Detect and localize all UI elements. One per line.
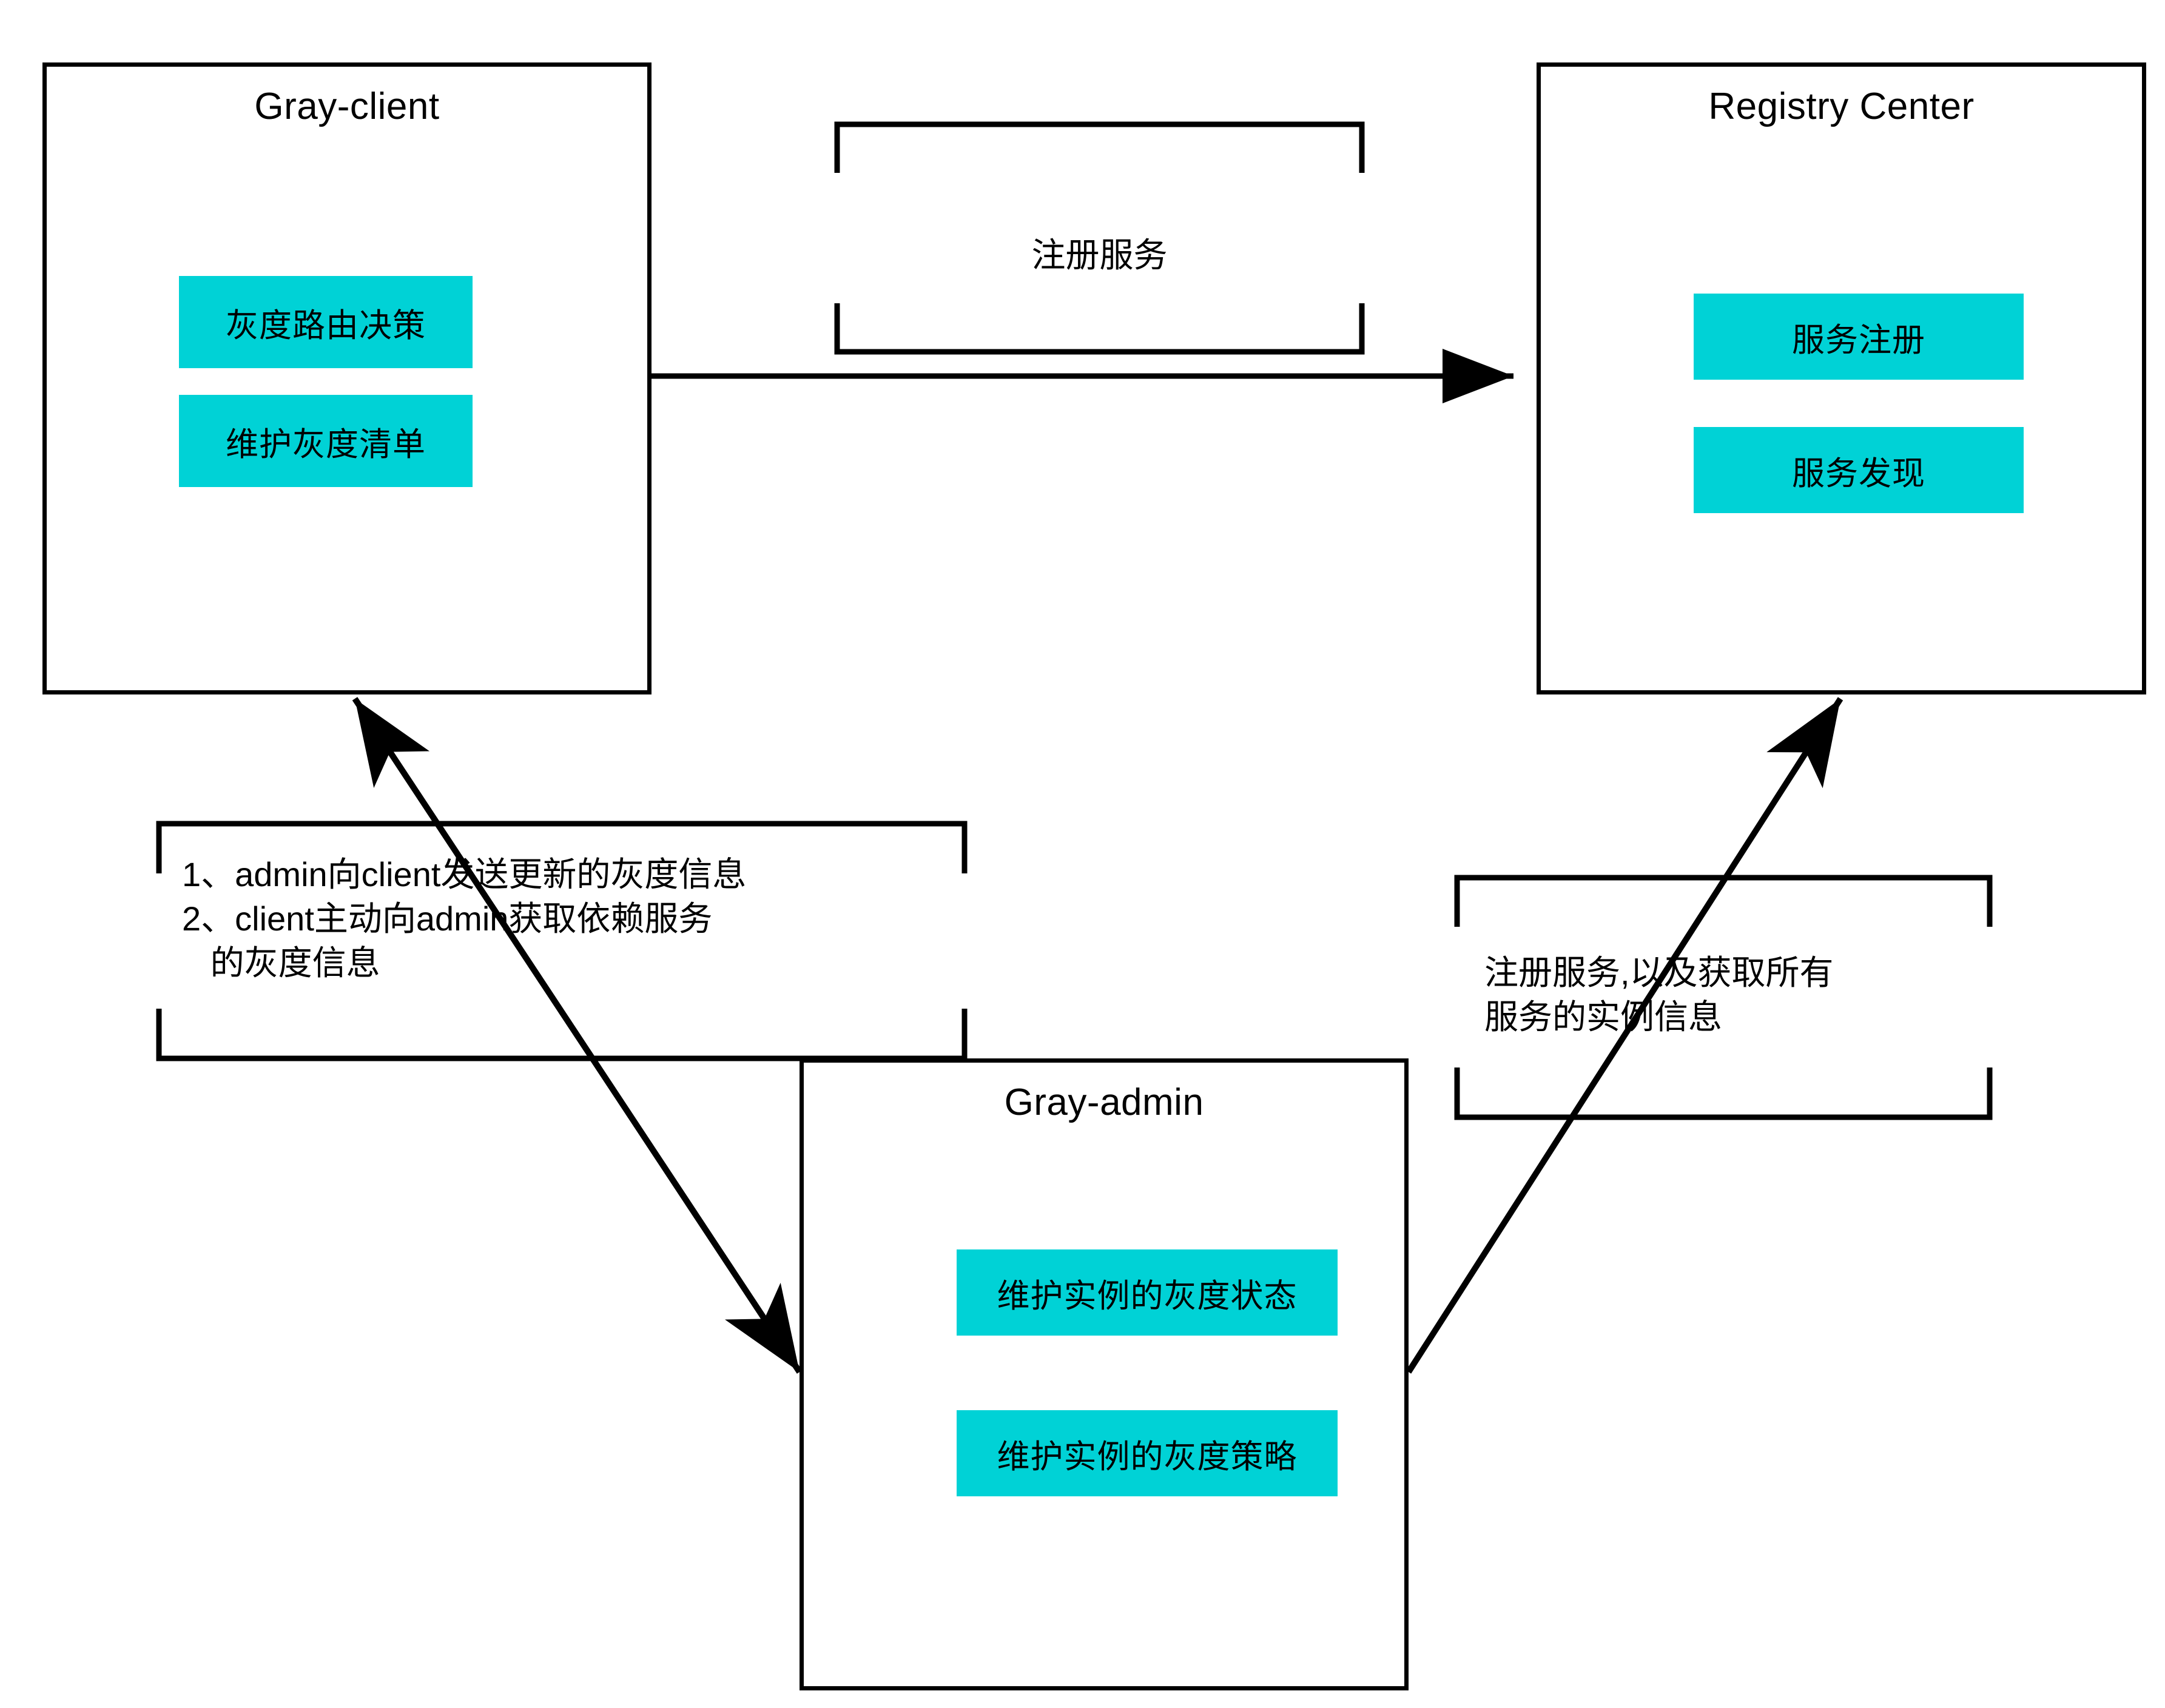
chip-gray-routing-decision[interactable]: 灰度路由决策 [179,276,473,368]
bracket-left-annotation [156,821,968,1061]
edge-admin-to-client [352,697,803,1374]
node-gray-client[interactable]: Gray-client 灰度路由决策 维护灰度清单 [42,62,652,694]
bracket-right-annotation [1454,875,1993,1120]
node-registry-center[interactable]: Registry Center 服务注册 服务发现 [1537,62,2146,694]
edge-label-register-service: 注册服务 [1031,236,1168,274]
edge-label-admin-client-line1: 1、admin向client发送更新的灰度信息 [182,855,747,893]
chip-maintain-instance-gray-state[interactable]: 维护实例的灰度状态 [957,1249,1338,1336]
node-registry-center-title: Registry Center [1708,86,1975,127]
edge-admin-to-registry [1406,697,1843,1374]
chip-maintain-instance-gray-policy[interactable]: 维护实例的灰度策略 [957,1410,1338,1496]
chip-maintain-gray-list[interactable]: 维护灰度清单 [179,395,473,487]
chip-service-discovery[interactable]: 服务发现 [1694,427,2024,513]
edge-label-admin-client-line3: 的灰度信息 [182,943,380,982]
edge-label-admin-client-line2: 2、client主动向admin获取依赖服务 [182,899,713,938]
node-gray-admin-title: Gray-admin [1004,1081,1204,1123]
edge-label-admin-registry-group: 注册服务,以及获取所有 服务的实例信息 [1484,951,2006,1040]
chip-service-registration[interactable]: 服务注册 [1694,294,2024,380]
bracket-top-center [834,121,1365,355]
edge-label-admin-registry-line1: 注册服务,以及获取所有 [1484,953,1834,992]
node-gray-client-title: Gray-client [254,86,440,127]
edge-label-admin-registry-line2: 服务的实例信息 [1484,997,1722,1036]
edge-label-admin-client-group: 1、admin向client发送更新的灰度信息 2、client主动向admin… [182,853,965,985]
node-gray-admin[interactable]: Gray-admin 维护实例的灰度状态 维护实例的灰度策略 [800,1058,1409,1690]
